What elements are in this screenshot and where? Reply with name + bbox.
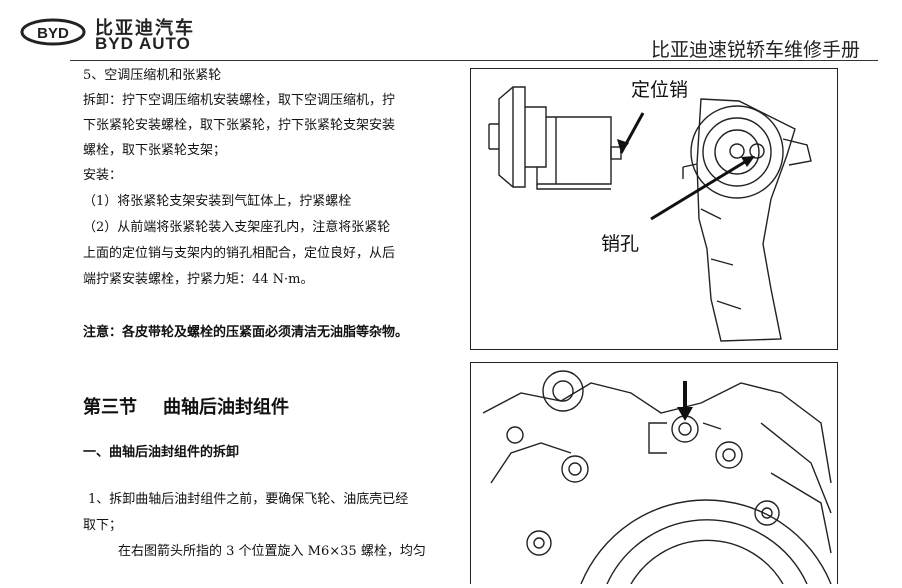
subsection-heading: 一、曲轴后油封组件的拆卸	[83, 445, 240, 460]
step1-line-3: 在右图箭头所指的 3 个位置旋入 M6×35 螺栓，均匀	[118, 544, 426, 559]
step1-line-2: 取下；	[83, 518, 123, 533]
item5-title: 5、空调压缩机和张紧轮	[83, 68, 222, 83]
crankshaft-seal-figure	[470, 362, 838, 585]
removal-line-2: 下张紧轮安装螺栓，取下张紧轮，拧下张紧轮支架安装	[83, 118, 396, 133]
tensioner-illustration	[488, 86, 812, 342]
install-step-2-line-1: （2）从前端将张紧轮装入支架座孔内，注意将张紧轮	[83, 220, 391, 235]
section-name: 曲轴后油封组件	[163, 397, 289, 418]
install-step-1: （1）将张紧轮支架安装到气缸体上，拧紧螺栓	[83, 194, 352, 209]
page-header: BYD 比亚迪汽车 BYD AUTO 比亚迪速锐轿车维修手册	[0, 0, 902, 62]
brand-name-cn: 比亚迪汽车	[95, 18, 195, 39]
install-step-2-line-2: 上面的定位销与支架内的销孔相配合，定位良好，从后	[83, 246, 396, 261]
header-divider	[70, 60, 878, 61]
section-heading: 第三节 曲轴后油封组件	[83, 393, 315, 419]
tensioner-figure: 定位销 销孔	[470, 68, 838, 350]
label-locating-pin: 定位销	[631, 79, 689, 101]
removal-line-3: 螺栓，取下张紧轮支架；	[83, 143, 227, 158]
label-pin-hole: 销孔	[601, 233, 640, 255]
logo-text: BYD	[37, 25, 69, 42]
install-label: 安装：	[83, 168, 123, 183]
cleanliness-note: 注意：各皮带轮及螺栓的压紧面必须清洁无油脂等杂物。	[83, 325, 409, 340]
brand-name-en: BYD AUTO	[95, 34, 191, 53]
byd-logo-icon: BYD	[20, 18, 86, 50]
crankshaft-seal-illustration	[482, 370, 832, 585]
manual-title: 比亚迪速锐轿车维修手册	[650, 39, 860, 61]
install-step-2-line-3: 端拧紧安装螺栓，拧紧力矩：44 N·m。	[83, 272, 314, 287]
removal-line-1: 拆卸：拧下空调压缩机安装螺栓，取下空调压缩机，拧	[83, 93, 396, 108]
step1-line-1: 1、拆卸曲轴后油封组件之前，要确保飞轮、油底壳已经	[88, 492, 409, 507]
section-number: 第三节	[83, 397, 137, 418]
